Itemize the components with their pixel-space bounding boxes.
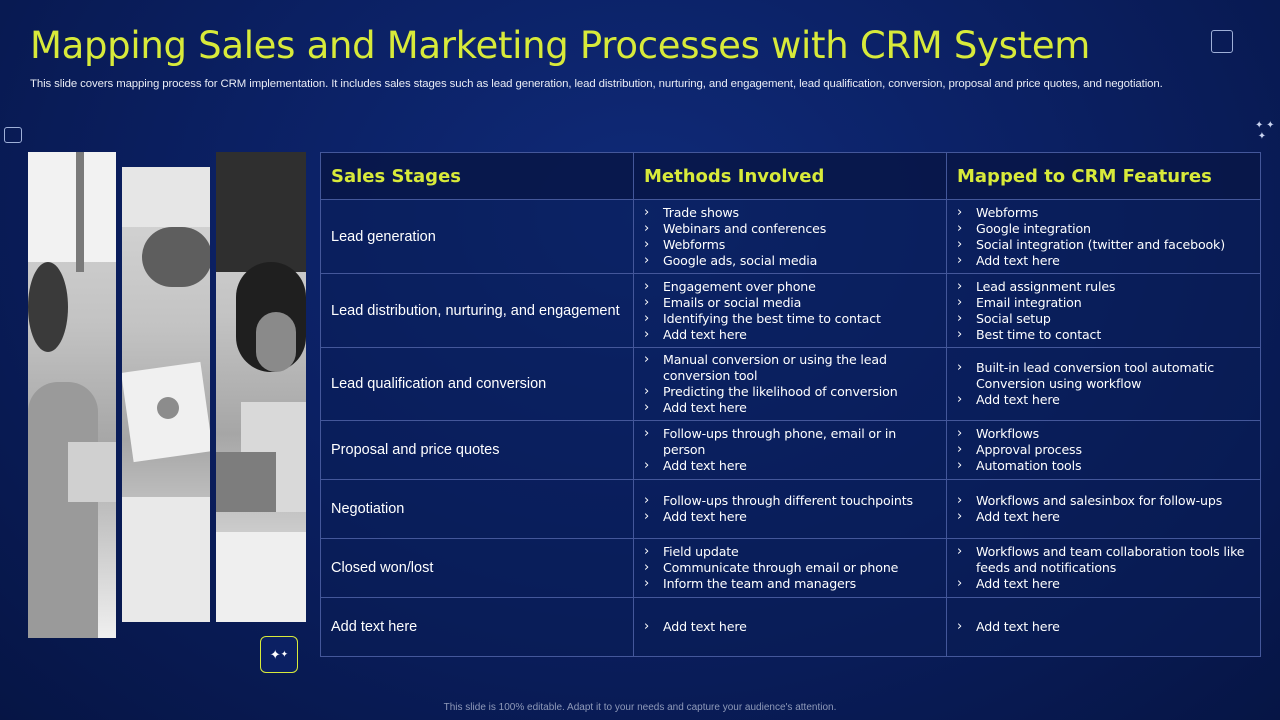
photo-strip-left	[28, 152, 116, 638]
sparkles-icon: ✦✦	[260, 636, 298, 673]
sales-stage-cell: Add text here	[320, 597, 634, 657]
list-item: Add text here	[644, 509, 936, 525]
crm-features-list: Workflows and team collaboration tools l…	[957, 544, 1250, 592]
table-row: Lead distribution, nurturing, and engage…	[320, 273, 1261, 348]
header-sales-stages: Sales Stages	[320, 152, 634, 200]
methods-cell: Add text here	[633, 597, 947, 657]
crm-features-list: Workflows and salesinbox for follow-upsA…	[957, 493, 1250, 525]
list-item: Add text here	[957, 576, 1250, 592]
table-row: Lead generationTrade showsWebinars and c…	[320, 199, 1261, 274]
table-header-row: Sales Stages Methods Involved Mapped to …	[320, 152, 1261, 200]
methods-cell: Manual conversion or using the lead conv…	[633, 347, 947, 421]
list-item: Add text here	[644, 400, 936, 416]
list-item: Engagement over phone	[644, 279, 936, 295]
list-item: Lead assignment rules	[957, 279, 1250, 295]
sales-stage-cell: Lead qualification and conversion	[320, 347, 634, 421]
table-row: Proposal and price quotes Follow-ups thro…	[320, 420, 1261, 480]
list-item: Add text here	[644, 327, 936, 343]
list-item: Follow-ups through phone, email or in pe…	[644, 426, 936, 458]
table-row: Closed won/lostField updateCommunicate t…	[320, 538, 1261, 598]
methods-cell: Follow-ups through phone, email or in pe…	[633, 420, 947, 480]
methods-list: Field updateCommunicate through email or…	[644, 544, 936, 592]
list-item: Predicting the likelihood of conversion	[644, 384, 936, 400]
list-item: Workflows	[957, 426, 1250, 442]
methods-list: Trade showsWebinars and conferencesWebfo…	[644, 205, 936, 269]
sales-stage-cell: Closed won/lost	[320, 538, 634, 598]
crm-features-cell: Built-in lead conversion tool automatic …	[946, 347, 1261, 421]
list-item: Webforms	[644, 237, 936, 253]
crm-features-list: Built-in lead conversion tool automatic …	[957, 360, 1250, 408]
methods-list: Add text here	[644, 619, 936, 635]
sales-stage-cell: Lead generation	[320, 199, 634, 274]
methods-list: Manual conversion or using the lead conv…	[644, 352, 936, 416]
list-item: Emails or social media	[644, 295, 936, 311]
photo-strip-middle	[122, 167, 210, 622]
methods-cell: Engagement over phoneEmails or social me…	[633, 273, 947, 348]
list-item: Inform the team and managers	[644, 576, 936, 592]
list-item: Google integration	[957, 221, 1250, 237]
list-item: Automation tools	[957, 458, 1250, 474]
list-item: Communicate through email or phone	[644, 560, 936, 576]
sparkles-icon: ✦ ✦ ✦	[1255, 120, 1275, 142]
methods-list: Engagement over phoneEmails or social me…	[644, 279, 936, 343]
list-item: Built-in lead conversion tool automatic …	[957, 360, 1250, 392]
crm-features-cell: WorkflowsApproval processAutomation tool…	[946, 420, 1261, 480]
sales-stage-cell: Negotiation	[320, 479, 634, 539]
corner-square-left	[4, 127, 22, 143]
list-item: Field update	[644, 544, 936, 560]
methods-list: Follow-ups through different touchpoints…	[644, 493, 936, 525]
list-item: Trade shows	[644, 205, 936, 221]
photo-strip-right	[216, 152, 306, 622]
list-item: Social setup	[957, 311, 1250, 327]
methods-cell: Follow-ups through different touchpoints…	[633, 479, 947, 539]
sales-stage-cell: Lead distribution, nurturing, and engage…	[320, 273, 634, 348]
crm-features-cell: Workflows and salesinbox for follow-upsA…	[946, 479, 1261, 539]
slide-subtitle: This slide covers mapping process for CR…	[30, 78, 1163, 90]
crm-features-cell: Add text here	[946, 597, 1261, 657]
list-item: Webinars and conferences	[644, 221, 936, 237]
sales-stage-cell: Proposal and price quotes	[320, 420, 634, 480]
crm-mapping-table: Sales Stages Methods Involved Mapped to …	[320, 152, 1261, 657]
list-item: Social integration (twitter and facebook…	[957, 237, 1250, 253]
list-item: Add text here	[644, 619, 936, 635]
list-item: Best time to contact	[957, 327, 1250, 343]
list-item: Add text here	[957, 253, 1250, 269]
table-row: Add text here Add text here Add text here	[320, 597, 1261, 657]
list-item: Manual conversion or using the lead conv…	[644, 352, 936, 384]
corner-square-top-right	[1211, 30, 1233, 53]
list-item: Workflows and team collaboration tools l…	[957, 544, 1250, 576]
crm-features-cell: Workflows and team collaboration tools l…	[946, 538, 1261, 598]
table-row: Lead qualification and conversion Manual …	[320, 347, 1261, 421]
list-item: Workflows and salesinbox for follow-ups	[957, 493, 1250, 509]
crm-features-list: WorkflowsApproval processAutomation tool…	[957, 426, 1250, 474]
header-methods-involved: Methods Involved	[633, 152, 947, 200]
crm-features-list: WebformsGoogle integrationSocial integra…	[957, 205, 1250, 269]
table-row: Negotiation Follow-ups through different …	[320, 479, 1261, 539]
crm-features-cell: Lead assignment rulesEmail integrationSo…	[946, 273, 1261, 348]
footer-note: This slide is 100% editable. Adapt it to…	[443, 702, 837, 713]
list-item: Add text here	[957, 392, 1250, 408]
list-item: Add text here	[957, 509, 1250, 525]
crm-features-list: Lead assignment rulesEmail integrationSo…	[957, 279, 1250, 343]
list-item: Webforms	[957, 205, 1250, 221]
methods-cell: Trade showsWebinars and conferencesWebfo…	[633, 199, 947, 274]
list-item: Identifying the best time to contact	[644, 311, 936, 327]
list-item: Add text here	[644, 458, 936, 474]
methods-cell: Field updateCommunicate through email or…	[633, 538, 947, 598]
list-item: Add text here	[957, 619, 1250, 635]
list-item: Email integration	[957, 295, 1250, 311]
crm-features-cell: WebformsGoogle integrationSocial integra…	[946, 199, 1261, 274]
list-item: Google ads, social media	[644, 253, 936, 269]
photo-collage	[28, 152, 306, 640]
list-item: Approval process	[957, 442, 1250, 458]
slide-title: Mapping Sales and Marketing Processes wi…	[30, 24, 1091, 67]
crm-features-list: Add text here	[957, 619, 1250, 635]
header-crm-features: Mapped to CRM Features	[946, 152, 1261, 200]
methods-list: Follow-ups through phone, email or in pe…	[644, 426, 936, 474]
list-item: Follow-ups through different touchpoints	[644, 493, 936, 509]
